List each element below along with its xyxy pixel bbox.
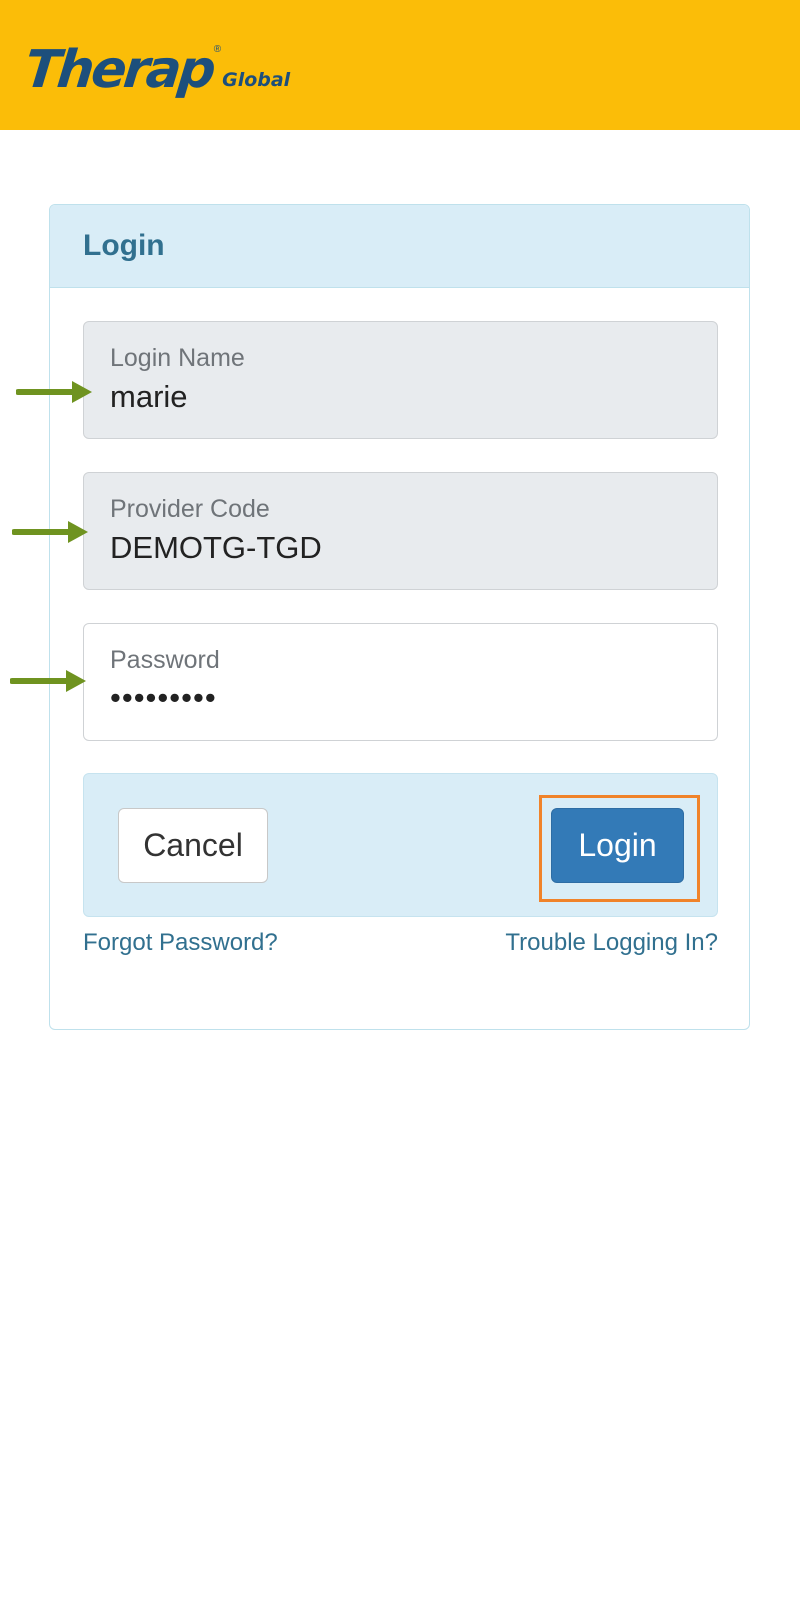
provider-code-value: DEMOTG-TGD <box>110 530 322 565</box>
logo-subtitle: Global <box>222 69 291 91</box>
arrow-right-icon <box>10 670 86 692</box>
trouble-logging-in-link[interactable]: Trouble Logging In? <box>505 929 718 956</box>
therap-global-logo: Therap ® Global <box>21 30 291 100</box>
cancel-button[interactable]: Cancel <box>118 808 268 883</box>
logo-registered-mark: ® <box>213 44 222 55</box>
logo-wordmark: Therap <box>21 40 216 100</box>
password-field[interactable]: Password ••••••••• <box>83 623 718 741</box>
panel-title: Login <box>83 229 165 262</box>
app-header: Therap ® Global <box>0 0 800 130</box>
password-value: ••••••••• <box>110 680 217 715</box>
arrow-right-icon <box>12 521 88 543</box>
provider-code-label: Provider Code <box>110 495 270 523</box>
login-name-label: Login Name <box>110 344 245 372</box>
login-name-value: marie <box>110 379 188 414</box>
arrow-right-icon <box>16 381 92 403</box>
panel-heading: Login <box>50 205 749 288</box>
forgot-password-link[interactable]: Forgot Password? <box>83 929 278 956</box>
provider-code-field[interactable]: Provider Code DEMOTG-TGD <box>83 472 718 590</box>
login-button[interactable]: Login <box>551 808 684 883</box>
password-label: Password <box>110 646 220 674</box>
login-name-field[interactable]: Login Name marie <box>83 321 718 439</box>
